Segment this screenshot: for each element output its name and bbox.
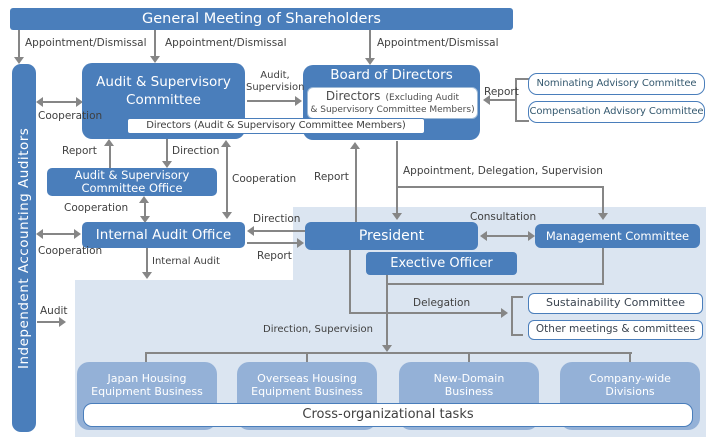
label-report-president: Report [314, 171, 349, 183]
label-report-iao: Report [257, 250, 292, 262]
label-cooperation-long: Cooperation [232, 173, 297, 185]
label-report-office: Report [62, 145, 97, 157]
asc-line2: Committee [126, 92, 201, 108]
president-box: President [305, 222, 478, 250]
label-cooperation-committee: Cooperation [38, 110, 103, 122]
label-cooperation-office: Cooperation [64, 202, 129, 214]
asc-line1: Audit & Supervisory [96, 74, 231, 90]
audit-supervisory-committee-office-box: Audit & Supervisory Committee Office [47, 168, 217, 196]
label-direction-supervision: Direction, Supervision [263, 324, 373, 335]
label-delegation: Delegation [413, 297, 471, 309]
label-report-board: Report [484, 86, 519, 98]
label-direction-president: Direction [253, 213, 301, 225]
label-direction-office: Direction [172, 145, 220, 157]
independent-accounting-auditors-bar: Independent Accounting Auditors [12, 64, 36, 432]
board-directors-note1: (Excluding Audit [385, 93, 460, 103]
label-audit: Audit [40, 305, 68, 317]
label-appointment-dismissal-1: Appointment/Dismissal [25, 37, 147, 49]
board-title: Board of Directors [330, 67, 453, 83]
independent-accounting-auditors-label: Independent Accounting Auditors [16, 127, 32, 369]
nominating-advisory-committee-box: Nominating Advisory Committee [528, 73, 705, 95]
compensation-advisory-committee-box: Compensation Advisory Committee [528, 101, 705, 123]
label-internal-audit: Internal Audit [152, 256, 220, 267]
internal-audit-office-box: Internal Audit Office [82, 222, 245, 248]
asc-office-line2: Committee Office [81, 181, 183, 195]
cross-organizational-tasks-bar: Cross-organizational tasks [83, 403, 693, 427]
label-consultation: Consultation [470, 211, 537, 223]
directors-members-bar: Directors (Audit & Supervisory Committee… [127, 118, 425, 134]
management-committee-box: Management Committee [535, 224, 700, 248]
label-audit-supervision: Audit, Supervision [246, 70, 305, 93]
label-appointment-delegation-supervision: Appointment, Delegation, Supervision [403, 165, 603, 177]
label-appointment-dismissal-2: Appointment/Dismissal [165, 37, 287, 49]
executive-officer-box: Exective Officer [366, 252, 517, 275]
board-directors-label: Directors [325, 89, 381, 103]
board-directors-inner-box: Directors (Excluding Audit & Supervisory… [307, 87, 478, 119]
label-cooperation-iao: Cooperation [38, 245, 103, 257]
other-meetings-box: Other meetings & committees [528, 320, 703, 340]
label-appointment-dismissal-3: Appointment/Dismissal [377, 37, 499, 49]
board-directors-note2: & Supervisory Committee Members) [310, 105, 475, 115]
asc-office-line1: Audit & Supervisory [74, 168, 190, 182]
general-meeting-bar: General Meeting of Shareholders [10, 8, 513, 30]
sustainability-committee-box: Sustainability Committee [528, 293, 703, 314]
